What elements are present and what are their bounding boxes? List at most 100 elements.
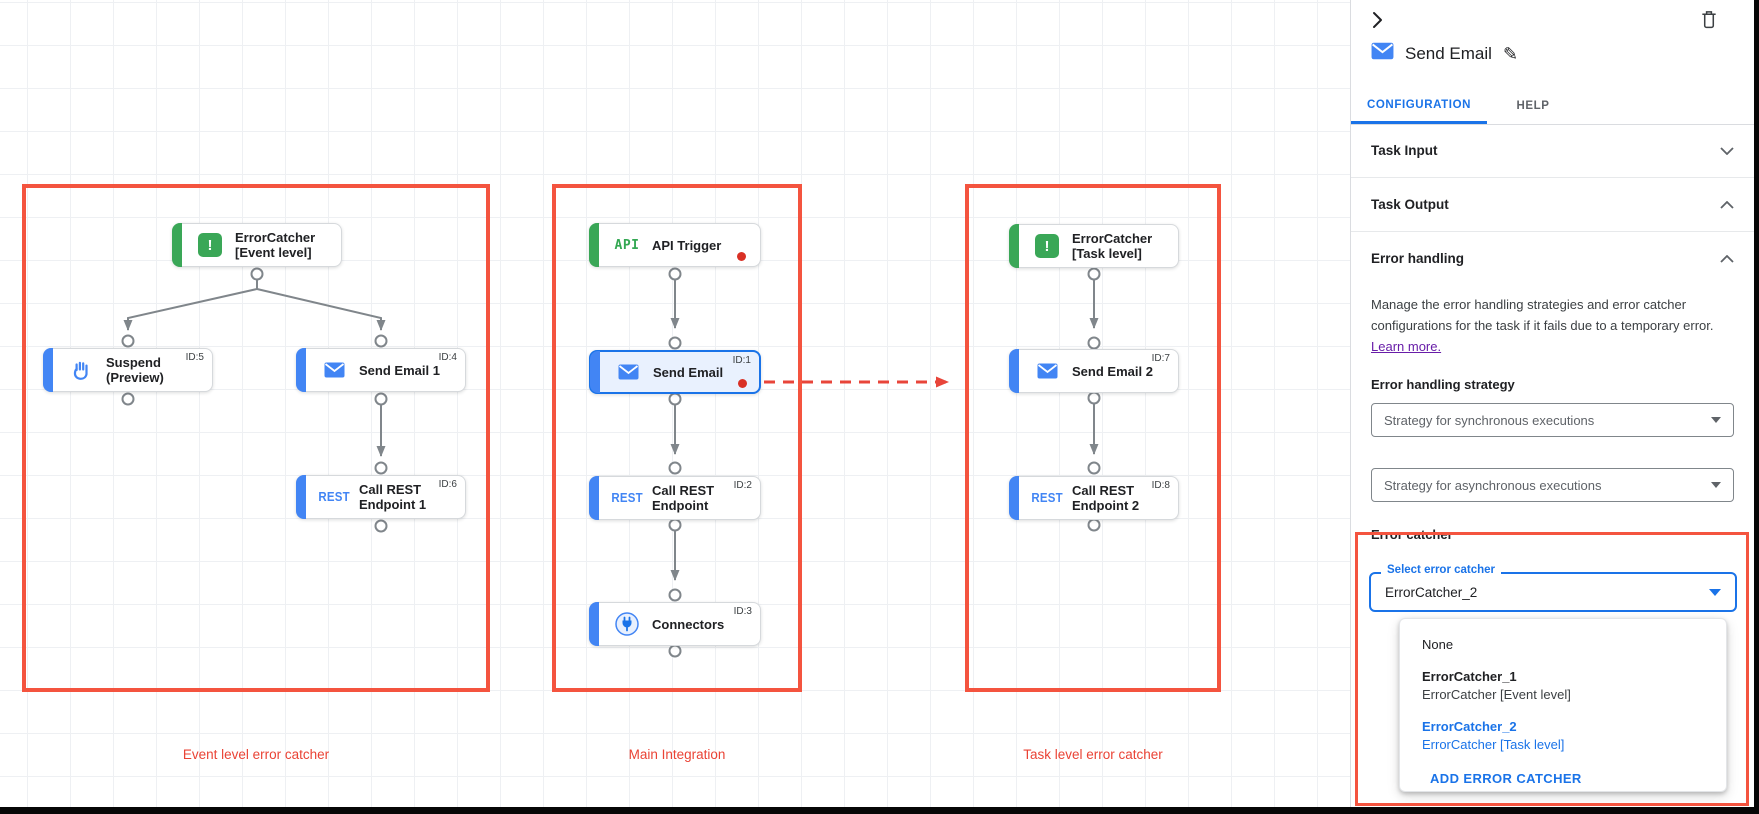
rest-icon: REST [611,491,643,505]
node-send-email-selected[interactable]: Send Email ID:1 [589,350,761,394]
node-id-badge: ID:4 [438,352,457,363]
main-integration-group-label: Main Integration [628,747,726,762]
dropdown-caret-icon [1711,417,1721,423]
connector-lines [123,280,1099,581]
node-title: ErrorCatcher [1072,231,1153,246]
menu-item-errorcatcher-1[interactable]: ErrorCatcher_1 ErrorCatcher [Event level… [1422,669,1571,702]
select-value: ErrorCatcher_2 [1385,584,1478,600]
node-id-badge: ID:2 [733,480,752,491]
node-accent-bar [1009,224,1019,268]
node-title: Send Email [653,364,724,380]
section-error-handling[interactable]: Error handling [1351,232,1754,285]
node-accent-bar [43,348,53,392]
node-errorcatcher-event-level[interactable]: ! ErrorCatcher[Event level] [172,223,342,267]
api-icon: API [614,237,640,253]
select-floating-label: Select error catcher [1381,564,1502,576]
node-suspend[interactable]: Suspend(Preview) ID:5 [43,348,213,392]
node-subtitle: (Preview) [106,370,164,385]
email-icon [319,362,349,378]
edges-layer [121,267,1101,658]
error-catcher-icon: ! [1032,234,1062,258]
node-title: API Trigger [652,237,722,253]
node-subtitle: [Task level] [1072,246,1142,261]
node-id-badge: ID:1 [732,355,751,366]
error-handling-description: Manage the error handling strategies and… [1371,297,1714,354]
node-id-badge: ID:3 [733,606,752,617]
node-subtitle: [Event level] [235,245,312,260]
chevron-down-icon [1720,146,1734,155]
node-title: Connectors [652,616,725,632]
tab-help[interactable]: HELP [1516,100,1550,112]
node-send-email-2[interactable]: Send Email 2 ID:7 [1009,349,1179,393]
event-level-group-box [22,184,490,692]
chevron-up-icon [1720,200,1734,209]
section-task-input[interactable]: Task Input [1351,124,1754,178]
node-title: ErrorCatcher [235,230,316,245]
node-id-badge: ID:8 [1151,480,1170,491]
node-subtitle: Endpoint 2 [1072,498,1140,513]
tab-configuration[interactable]: CONFIGURATION [1351,88,1487,124]
section-task-output[interactable]: Task Output [1351,178,1754,232]
node-title: Suspend [106,355,161,370]
node-accent-bar [296,475,306,519]
error-dot [738,379,747,388]
add-error-catcher-button[interactable]: ADD ERROR CATCHER [1430,771,1582,786]
async-strategy-dropdown[interactable]: Strategy for asynchronous executions [1371,468,1734,502]
node-connectors[interactable]: Connectors ID:3 [589,602,761,646]
event-level-group-label: Event level error catcher [182,747,330,762]
node-errorcatcher-task-level[interactable]: ! ErrorCatcher[Task level] [1009,224,1179,268]
delete-task-icon[interactable] [1700,9,1718,34]
node-title: Call REST [359,482,422,497]
node-accent-bar [589,602,599,646]
node-accent-bar [1009,476,1019,520]
bottom-edge-bar [0,807,1759,814]
sync-strategy-dropdown[interactable]: Strategy for synchronous executions [1371,403,1734,437]
error-catcher-label: Error catcher [1371,527,1453,542]
select-error-catcher[interactable]: ErrorCatcher_2 [1369,572,1737,612]
node-title: Call REST [652,483,715,498]
node-accent-bar [1009,349,1019,393]
error-dot [737,252,746,261]
node-id-badge: ID:6 [438,479,457,490]
email-icon [1032,363,1062,379]
panel-tabs: CONFIGURATION HELP [1351,88,1754,125]
main-integration-group-box [552,184,802,692]
rest-icon: REST [318,490,350,504]
node-title: Call REST [1072,483,1135,498]
right-edge-bar [1754,0,1759,814]
node-id-badge: ID:5 [185,352,204,363]
rest-icon: REST [1031,491,1063,505]
panel-title: Send Email [1405,43,1492,63]
node-title: Send Email 2 [1072,363,1153,379]
chevron-up-icon [1720,254,1734,263]
connectors-icon [612,611,642,637]
edit-title-icon[interactable]: ✎ [1502,43,1519,64]
node-api-trigger[interactable]: API API Trigger [589,223,761,267]
node-accent-bar [590,351,600,393]
integration-canvas[interactable]: ! ErrorCatcher[Event level] Suspend(Prev… [0,0,1350,814]
task-level-group-label: Task level error catcher [1023,747,1163,762]
node-subtitle: Endpoint 1 [359,497,427,512]
email-icon [613,364,643,380]
email-icon [1371,42,1394,65]
menu-item-errorcatcher-2[interactable]: ErrorCatcher_2 ErrorCatcher [Task level] [1422,719,1565,752]
task-config-panel: Send Email ✎ CONFIGURATION HELP Task Inp… [1350,0,1754,814]
node-accent-bar [589,476,599,520]
error-catcher-icon: ! [195,233,225,257]
node-accent-bar [296,348,306,392]
node-accent-bar [589,223,599,267]
menu-item-none[interactable]: None [1422,636,1454,652]
collapse-panel-icon[interactable] [1365,8,1389,37]
dropdown-caret-icon [1711,482,1721,488]
error-handling-strategy-label: Error handling strategy [1371,377,1515,392]
node-title: Send Email 1 [359,362,440,378]
connector-ports [121,267,1101,658]
node-subtitle: Endpoint [652,498,709,513]
learn-more-link[interactable]: Learn more. [1371,339,1442,354]
node-send-email-1[interactable]: Send Email 1 ID:4 [296,348,466,392]
node-accent-bar [172,223,182,267]
